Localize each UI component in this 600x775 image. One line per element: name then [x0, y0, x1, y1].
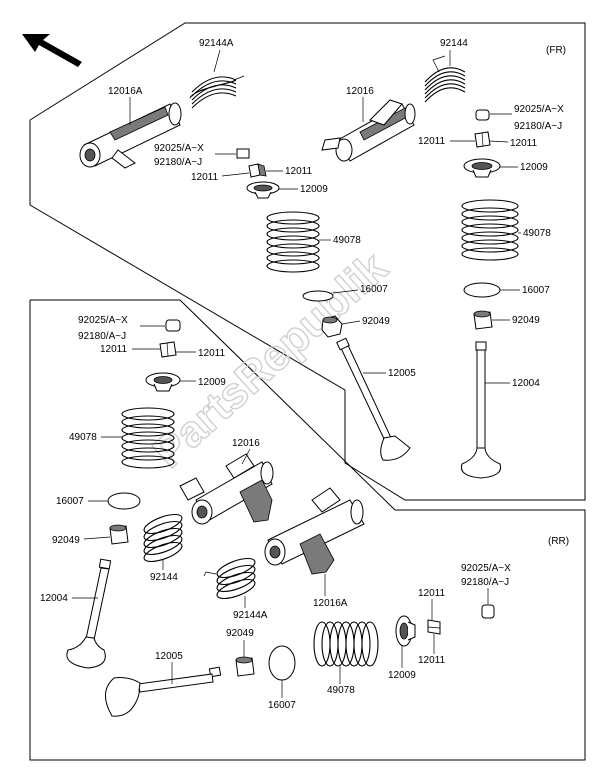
label-12011-front-left-a: 12011 — [285, 166, 313, 177]
label-12005-front: 12005 — [388, 368, 416, 379]
label-49078-front-right: 49078 — [523, 228, 551, 239]
o-ring-front-right — [463, 282, 501, 298]
rear-section-frame — [29, 299, 586, 761]
o-ring-front-left — [302, 290, 334, 302]
valve-seal-front-left — [321, 315, 343, 338]
label-92144-rear: 92144 — [150, 572, 178, 583]
rocker-arm-12016a-front — [79, 102, 182, 169]
label-92180-rear-b: 92180/A~J — [461, 577, 509, 588]
label-92025-rear-b: 92025/A~X — [461, 563, 511, 574]
label-92025-rear: 92025/A~X — [78, 315, 128, 326]
collet-rear-b — [427, 619, 441, 635]
valve-12005-front — [336, 337, 411, 461]
adjust-nut-rear — [165, 319, 181, 332]
rocker-arm-12016-front — [321, 99, 416, 162]
rocker-arm-12016-rear — [179, 453, 274, 525]
label-49078-front-left: 49078 — [333, 235, 361, 246]
label-12016-rear: 12016 — [232, 438, 260, 449]
label-49078-rear-b: 49078 — [327, 685, 355, 696]
direction-arrow-icon — [22, 34, 82, 67]
label-16007-front-left: 16007 — [360, 284, 388, 295]
valve-spring-front-right — [461, 199, 519, 261]
adjust-nut-rear-b — [481, 604, 495, 619]
rocker-spring-92144-rear — [143, 513, 183, 563]
label-16007-rear: 16007 — [56, 496, 84, 507]
label-12005-rear: 12005 — [155, 651, 183, 662]
rocker-arm-12016a-rear — [264, 487, 365, 575]
label-92144-front: 92144 — [440, 38, 468, 49]
label-92180-rear: 92180/A~J — [78, 331, 126, 342]
label-92180-front-left: 92180/A~J — [154, 157, 202, 168]
collet-front-right — [474, 131, 491, 148]
label-12004-front: 12004 — [512, 378, 540, 389]
label-16007-rear-b: 16007 — [268, 700, 296, 711]
valve-12004-rear — [66, 558, 112, 669]
label-92049-rear: 92049 — [52, 535, 80, 546]
label-12011-rear-b: 12011 — [198, 348, 226, 359]
label-12009-rear: 12009 — [198, 377, 226, 388]
valve-seal-rear-b — [235, 656, 255, 677]
label-92049-front-right: 92049 — [512, 315, 540, 326]
rocker-spring-92144-front — [424, 55, 466, 103]
o-ring-rear-b — [268, 645, 296, 681]
label-49078-rear: 49078 — [69, 432, 97, 443]
valve-spring-rear — [121, 407, 175, 469]
label-12009-rear-b: 12009 — [388, 670, 416, 681]
watermark: PartsRepublik — [143, 242, 397, 478]
adjust-nut-front-left — [236, 148, 250, 159]
label-12016a-rear: 12016A — [313, 598, 348, 609]
label-92049-front-left: 92049 — [362, 316, 390, 327]
label-12016a-front: 12016A — [108, 86, 143, 97]
label-12011-front-right-b: 12011 — [510, 138, 538, 149]
collet-front-left — [248, 163, 267, 178]
valve-12005-rear — [105, 666, 222, 717]
rocker-spring-92144a-front — [189, 75, 245, 109]
spring-retainer-front-right — [463, 158, 501, 178]
label-92180-front-right: 92180/A~J — [514, 121, 562, 132]
label-12009-front-right: 12009 — [520, 162, 548, 173]
label-12016-front: 12016 — [346, 86, 374, 97]
front-section-frame — [29, 22, 586, 501]
label-12009-front-left: 12009 — [300, 184, 328, 195]
valve-spring-rear-b — [313, 621, 379, 667]
label-12011-rear-b-top: 12011 — [418, 588, 446, 599]
label-12011-rear-a: 12011 — [100, 344, 128, 355]
label-92049-rear-b: 92049 — [226, 628, 254, 639]
adjust-nut-front-right — [475, 109, 490, 121]
valve-seal-rear — [109, 524, 129, 545]
collet-rear — [159, 341, 177, 358]
label-92144a-rear: 92144A — [233, 610, 268, 621]
front-marker: (FR) — [546, 45, 566, 56]
valve-12004-front — [460, 341, 502, 479]
spring-retainer-rear — [145, 372, 181, 392]
rocker-spring-92144a-rear — [203, 557, 256, 600]
label-12011-front-right-a: 12011 — [418, 136, 446, 147]
label-12011-front-left-b: 12011 — [191, 172, 219, 183]
label-92144a-front: 92144A — [199, 38, 234, 49]
valve-seal-front-right — [473, 310, 493, 330]
label-12004-rear: 12004 — [40, 593, 68, 604]
label-16007-front-right: 16007 — [522, 285, 550, 296]
spring-retainer-rear-b — [395, 615, 416, 647]
label-92025-front-left: 92025/A~X — [154, 143, 204, 154]
svg-text:PartsRepublik: PartsRepublik — [144, 243, 397, 478]
rear-marker: (RR) — [548, 536, 569, 547]
o-ring-rear — [107, 492, 141, 510]
valve-spring-front-left — [266, 211, 320, 273]
spring-retainer-front-left — [246, 181, 280, 199]
label-92025-front-right: 92025/A~X — [514, 104, 564, 115]
label-12011-rear-b-bottom: 12011 — [418, 655, 446, 666]
